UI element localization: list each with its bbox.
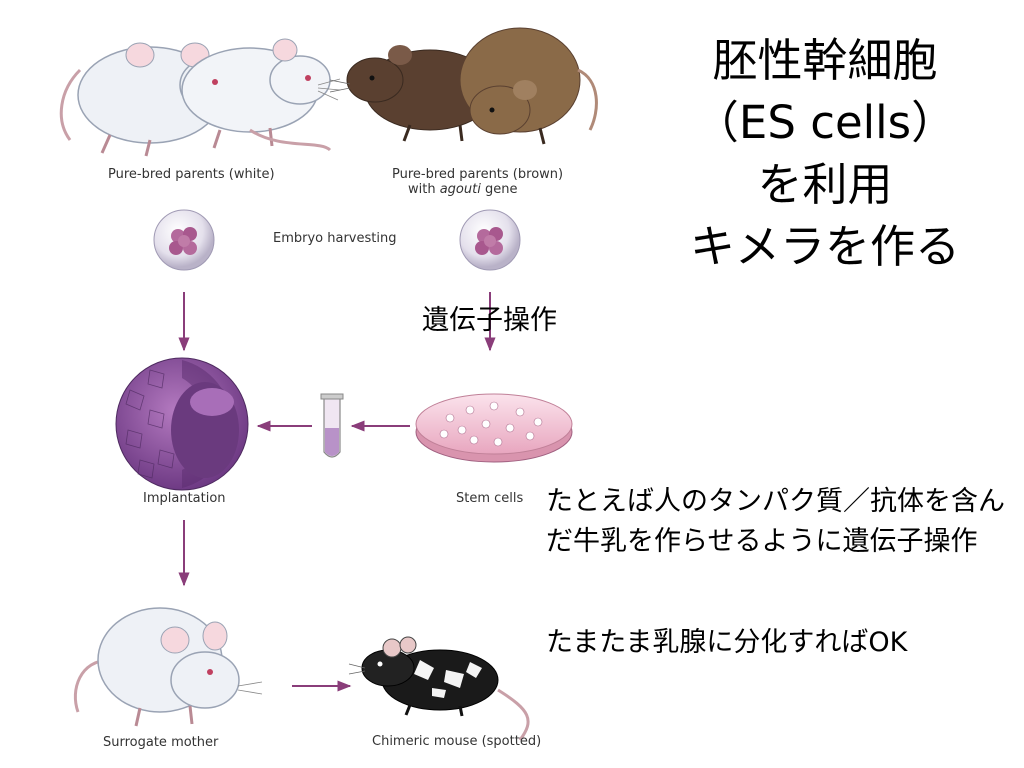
- label-implantation: Implantation: [143, 491, 226, 506]
- title-line: （ES cells）: [693, 96, 957, 149]
- label-parents-white: Pure-bred parents (white): [108, 167, 275, 182]
- brown-parent-mice: [329, 27, 598, 145]
- es-cell-chimera-diagram: Pure-bred parents (white) Pure-bred pare…: [59, 27, 598, 750]
- label-chimeric-mouse: Chimeric mouse (spotted): [372, 734, 541, 749]
- petri-dish-illustration: [415, 393, 573, 463]
- chimeric-mouse: [348, 636, 530, 741]
- example-text: たとえば人のタンパク質／抗体を含んだ牛乳を作らせるように遺伝子操作: [546, 486, 1005, 557]
- embryo-brown: [459, 209, 521, 271]
- label-parents-brown: Pure-bred parents (brown): [392, 167, 563, 182]
- surrogate-mother-mouse: [73, 607, 263, 727]
- embryo-white: [153, 209, 215, 271]
- slide-title: 胚性幹細胞 （ES cells） を利用 キメラを作る: [640, 30, 1010, 278]
- chance-text: たまたま乳腺に分化すればOK: [546, 627, 908, 658]
- blastocyst-illustration: [115, 357, 249, 491]
- gene-operation-label: 遺伝子操作: [422, 305, 557, 336]
- label-surrogate-mother: Surrogate mother: [103, 735, 219, 750]
- title-line: を利用: [757, 158, 893, 211]
- label-parents-brown-gene: with agouti gene: [408, 182, 517, 197]
- title-line: キメラを作る: [689, 220, 960, 273]
- label-stem-cells: Stem cells: [456, 491, 524, 506]
- label-embryo-harvesting: Embryo harvesting: [273, 231, 396, 246]
- title-line: 胚性幹細胞: [712, 34, 938, 87]
- white-parent-mice: [59, 38, 341, 157]
- test-tube-icon: [320, 393, 344, 458]
